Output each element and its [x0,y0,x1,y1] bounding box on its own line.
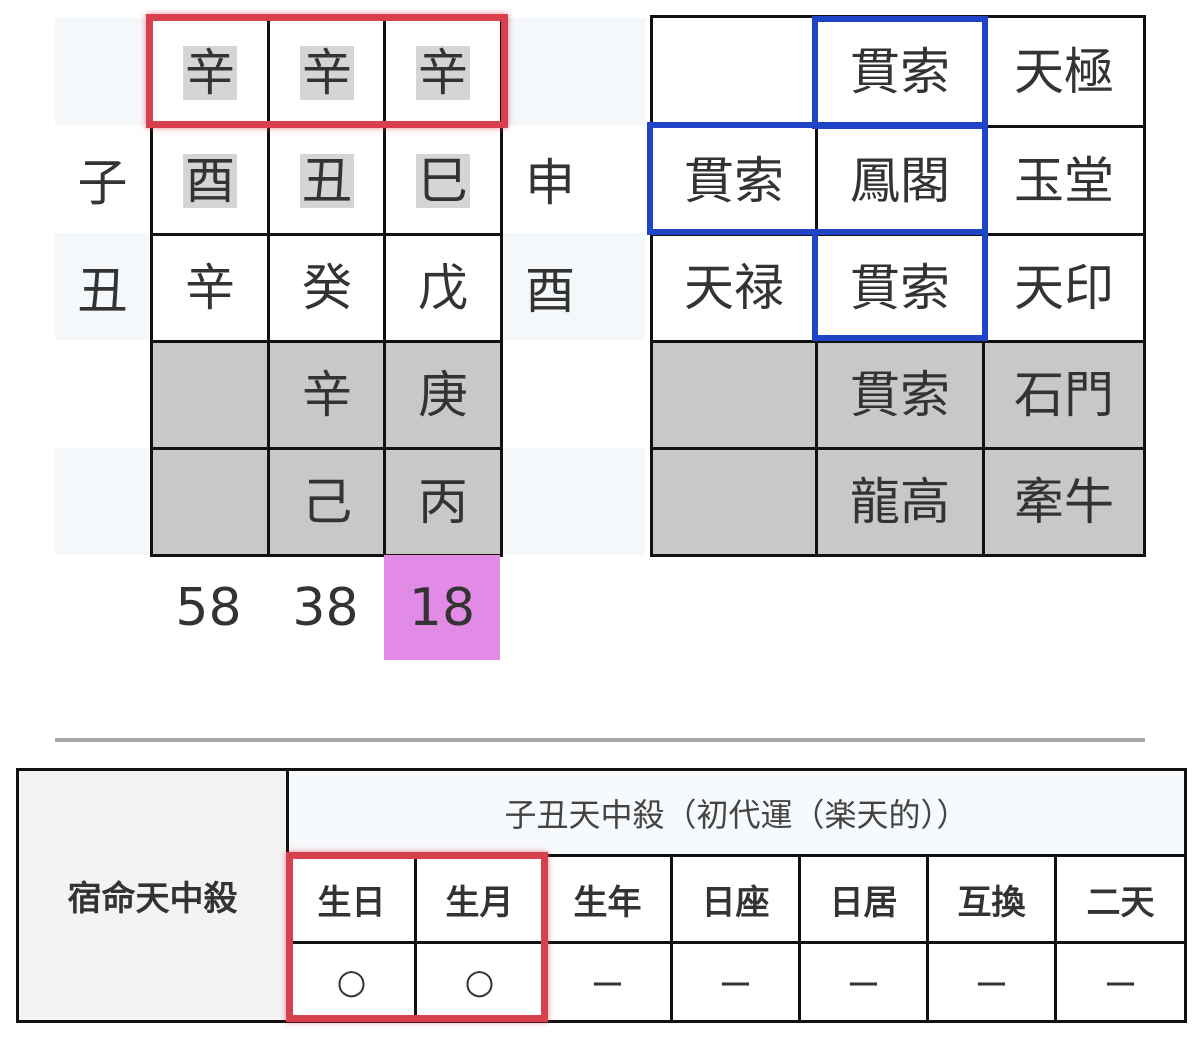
left-cell-r2-c2: 丑 [267,125,387,236]
age-label: 58 [175,577,242,638]
column-header: 生日 [286,854,417,944]
right-cell-r1-c2: 貫索 [815,15,985,128]
right-cell-r4-c3: 石門 [982,340,1146,450]
right-side-r2: 申 [525,154,575,212]
left-cell-r4-c3: 庚 [383,340,503,450]
mark-cell: ○ [414,941,545,1023]
right-side-r3: 酉 [525,262,575,320]
left-cell-r5-c3: 丙 [383,447,503,557]
column-header: 互換 [926,854,1057,944]
row-header: 宿命天中殺 [16,768,289,1023]
left-cell-r1-c3: 辛 [383,18,503,128]
group-header: 子丑天中殺（初代運（楽天的）） [285,768,1188,857]
mark-cell: ー [542,941,673,1023]
mark-cell: ー [670,941,801,1023]
left-cell-r3-c1: 辛 [150,233,270,343]
left-side-r2: 子 [77,154,128,212]
mark-cell: ○ [286,941,417,1023]
left-side-r3: 丑 [77,262,128,320]
column-header: 生月 [414,854,545,944]
branch-label: 酉 [183,151,237,210]
stem-label: 辛 [300,44,354,102]
stem-label: 辛 [416,44,470,102]
right-cell-r3-c3: 天印 [982,233,1146,343]
stem-label: 辛 [183,44,237,102]
right-cell-r5-c1 [650,447,818,557]
right-cell-r2-c1: 貫索 [650,125,818,236]
column-header: 日居 [798,854,929,944]
age-label-highlighted: 18 [384,555,500,660]
left-cell-r3-c2: 癸 [267,233,387,343]
right-cell-r3-c1: 天禄 [650,233,818,343]
mark-cell: ー [798,941,929,1023]
branch-label: 丑 [300,151,354,210]
column-header: 二天 [1053,854,1188,944]
tenchusatsu-table: 宿命天中殺 子丑天中殺（初代運（楽天的）） 生日 生月 生年 日座 日居 互換 … [16,768,1188,1023]
right-cell-r5-c2: 龍高 [815,447,985,557]
left-cell-r1-c1: 辛 [150,18,270,128]
left-cell-r2-c1: 酉 [150,125,270,236]
right-cell-r2-c2: 鳳閣 [815,125,985,236]
left-cell-r3-c3: 戊 [383,233,503,343]
left-cell-r4-c2: 辛 [267,340,387,450]
right-cell-r4-c1 [650,340,818,450]
left-cell-r5-c1 [150,447,270,557]
left-cell-r2-c3: 巳 [383,125,503,236]
age-label: 38 [292,577,359,638]
mark-cell: ー [1053,941,1188,1023]
left-cell-r4-c1 [150,340,270,450]
right-cell-r2-c3: 玉堂 [982,125,1146,236]
right-cell-r5-c3: 牽牛 [982,447,1146,557]
right-cell-r1-c3: 天極 [982,15,1146,128]
mark-cell: ー [926,941,1057,1023]
right-cell-r3-c2: 貫索 [815,233,985,343]
section-divider [55,738,1145,742]
column-header: 生年 [542,854,673,944]
left-cell-r5-c2: 己 [267,447,387,557]
column-header: 日座 [670,854,801,944]
branch-label: 巳 [416,151,470,210]
right-cell-r4-c2: 貫索 [815,340,985,450]
right-cell-r1-c1 [650,15,818,128]
left-cell-r1-c2: 辛 [267,18,387,128]
